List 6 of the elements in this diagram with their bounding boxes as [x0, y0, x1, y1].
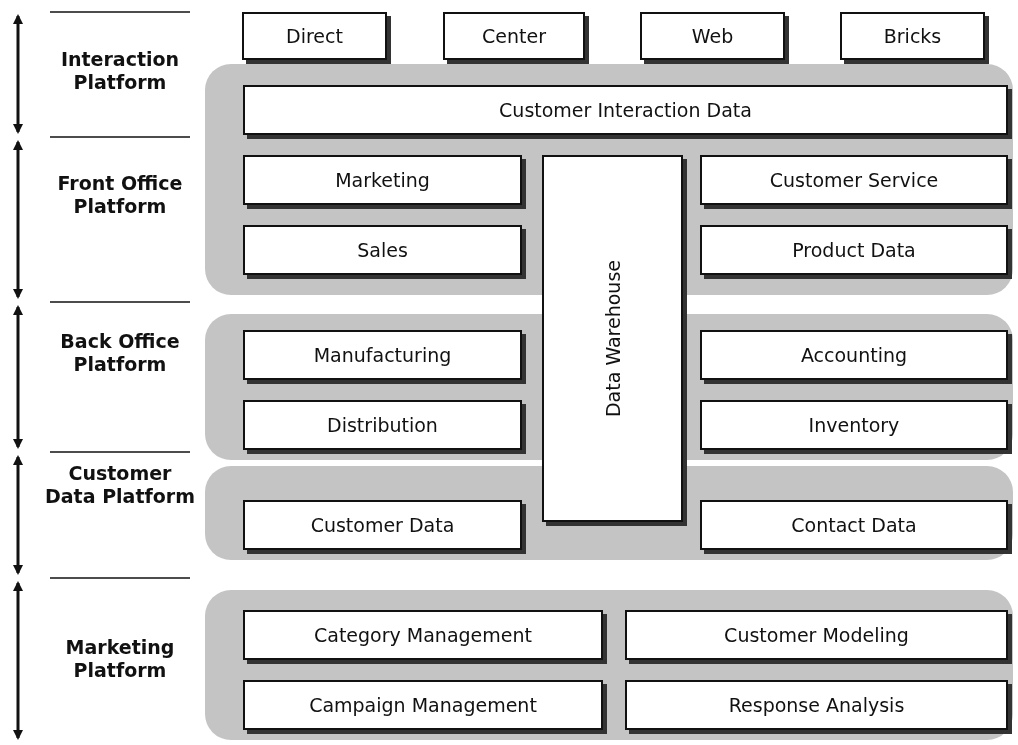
platform-label: Marketing Platform — [64, 636, 176, 682]
platform-label: Interaction Platform — [59, 48, 181, 94]
platform-label: Back Office Platform — [59, 330, 181, 376]
platform-label: Customer Data Platform — [44, 462, 196, 508]
platform-label: Front Office Platform — [56, 172, 184, 218]
platform-band — [205, 590, 1013, 740]
